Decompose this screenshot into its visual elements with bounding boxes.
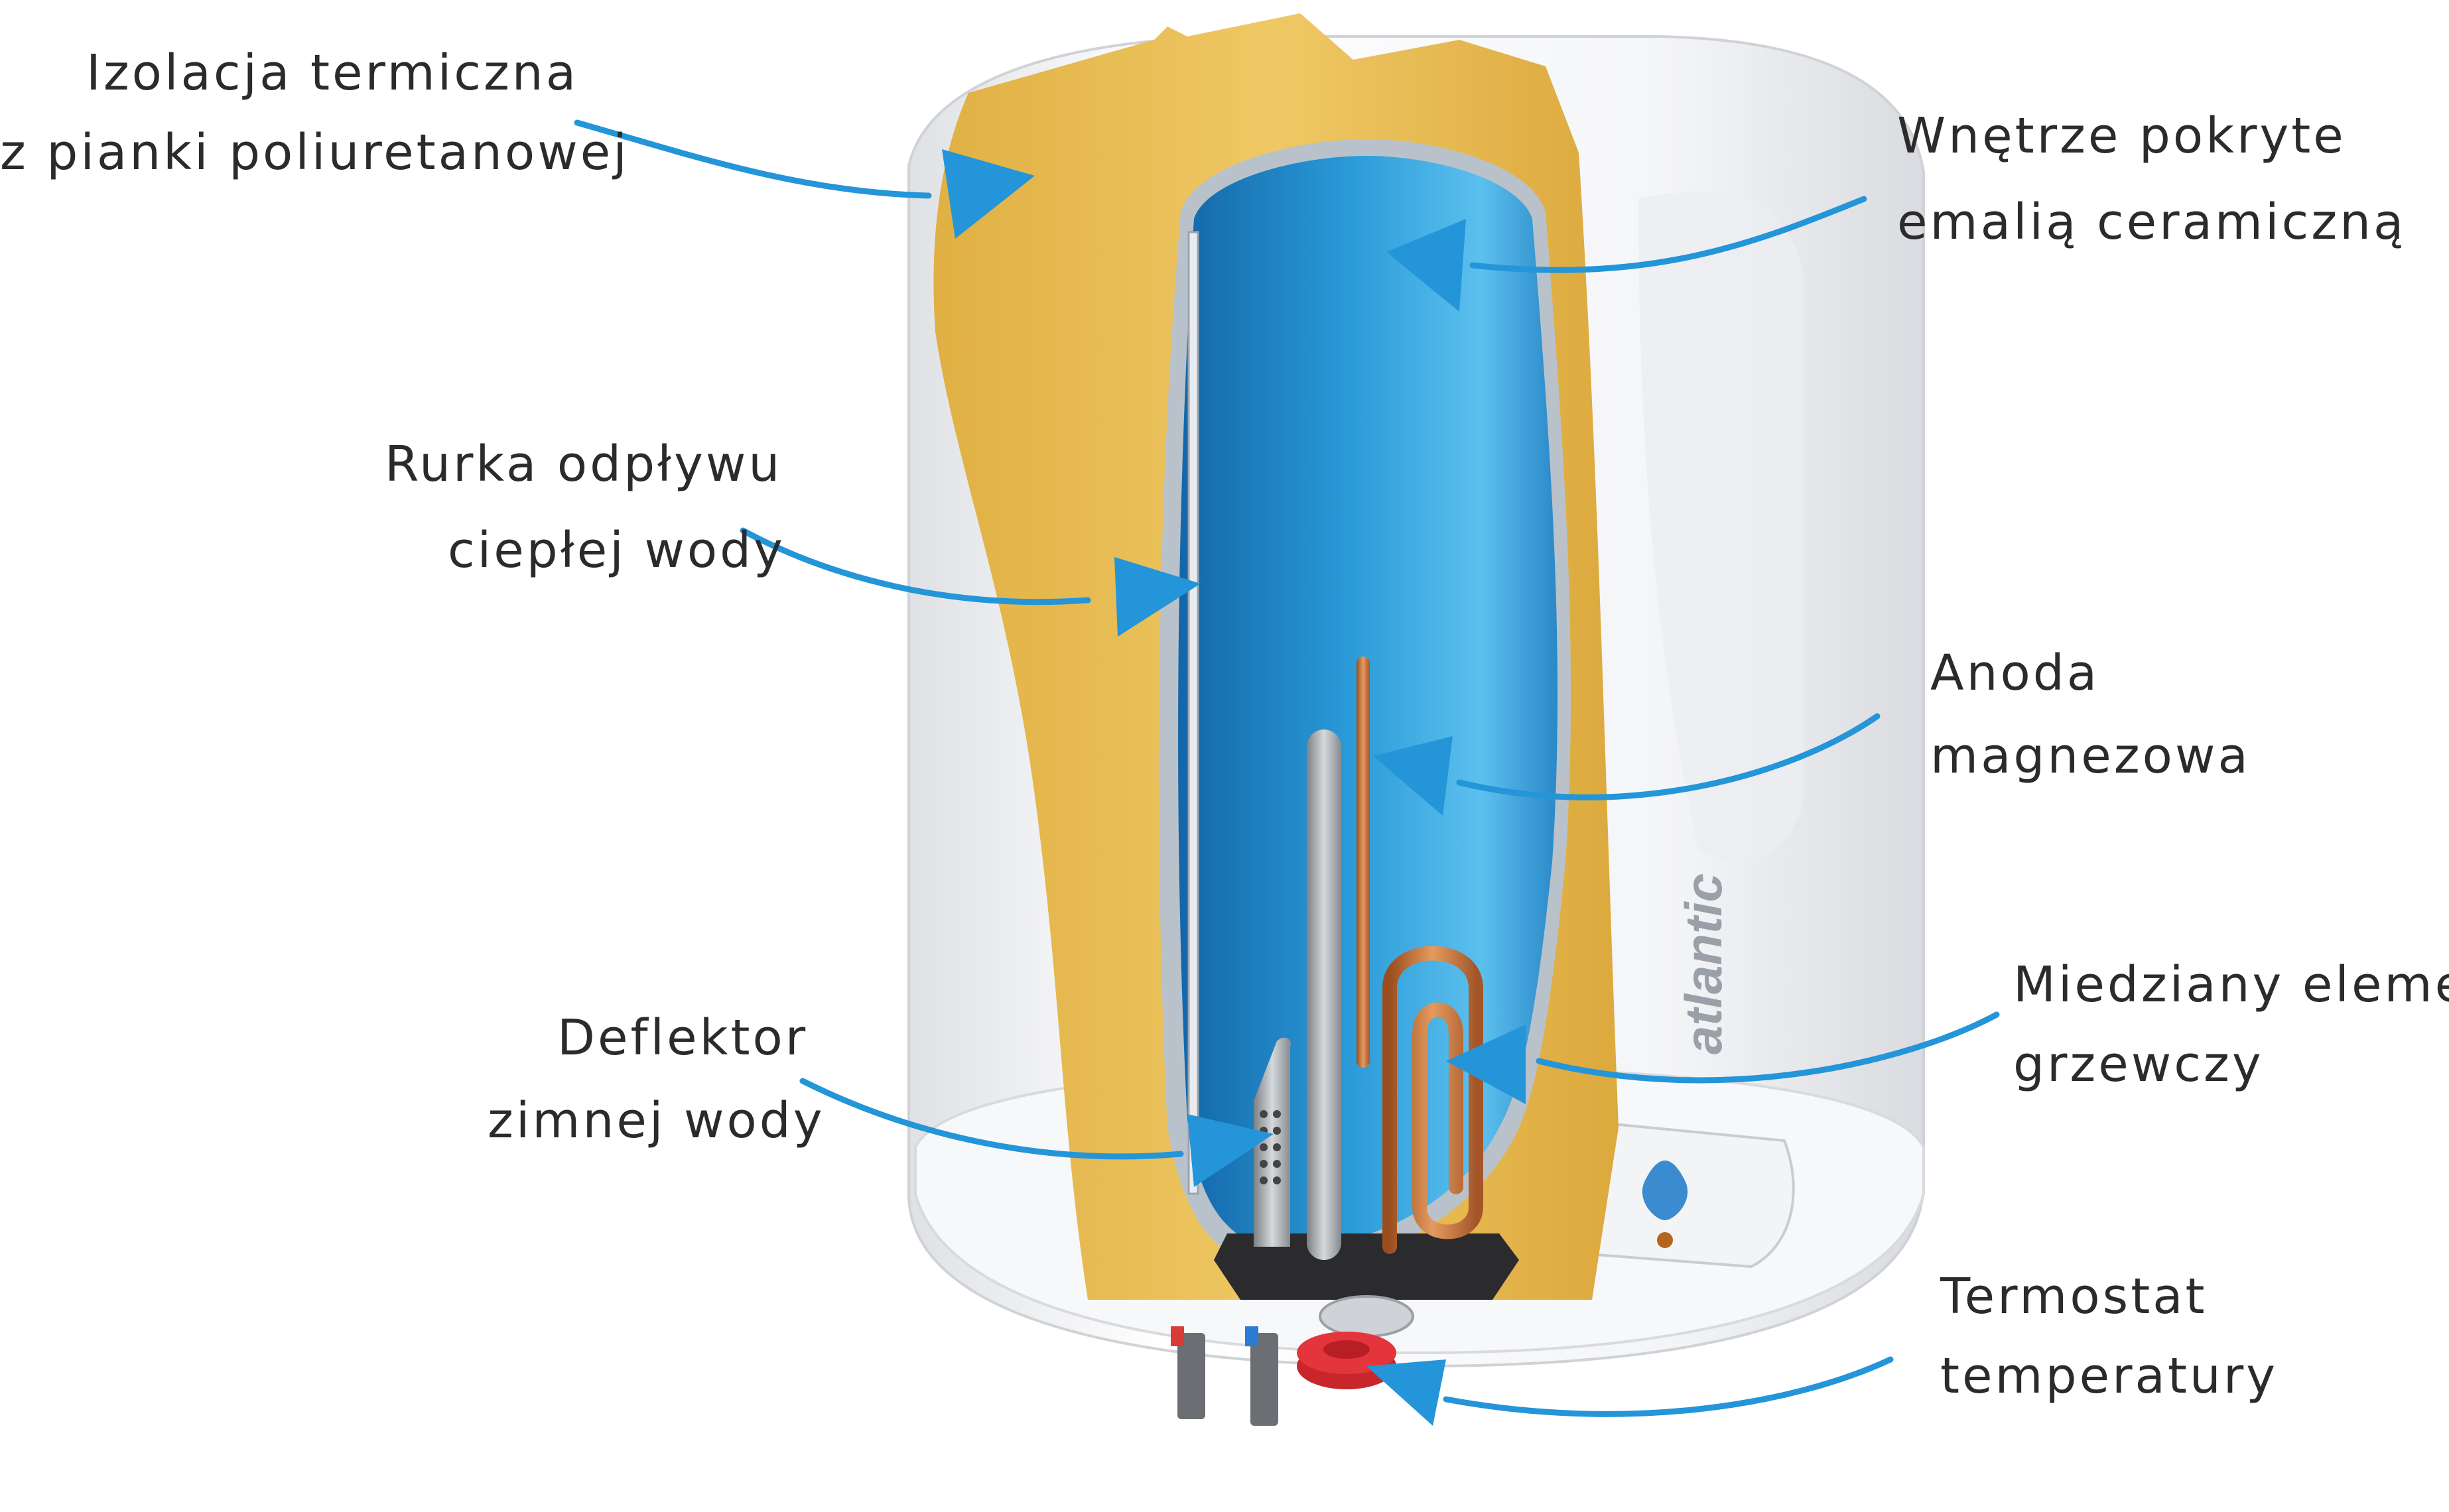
inlet-outlet-pipes: [1171, 1326, 1278, 1426]
callout-arrows: [574, 119, 2000, 1426]
label-anode-line2: magnezowa: [1930, 727, 2251, 785]
magnesium-anode: [1307, 729, 1341, 1260]
copper-heating-element: [1382, 946, 1483, 1254]
water-drop-icon: [1642, 1161, 1688, 1248]
label-deflector-line1: Deflektor: [557, 1009, 808, 1066]
brand-logo: atlantic: [1674, 873, 1733, 1054]
label-hot-pipe-line1: Rurka odpływu: [385, 436, 782, 493]
thermostat-knob: [1297, 1332, 1396, 1389]
label-anode-line1: Anoda: [1930, 645, 2099, 702]
label-insulation-line2: z pianki poliuretanowej: [0, 124, 629, 181]
label-enamel-line1: Wnętrze pokryte: [1897, 107, 2346, 164]
hot-water-pipe: [1187, 231, 1199, 1195]
cold-water-deflector: [1254, 1037, 1291, 1247]
copper-rod: [1357, 657, 1370, 1068]
bottom-flange: [1214, 1233, 1519, 1338]
label-heater-line1: Miedziany element: [2013, 956, 2449, 1013]
labels: Izolacja termiczna z pianki poliuretanow…: [0, 44, 2449, 1405]
label-insulation-line1: Izolacja termiczna: [86, 44, 578, 101]
label-enamel-line2: emalią ceramiczną: [1897, 194, 2406, 251]
label-deflector-line2: zimnej wody: [488, 1092, 825, 1149]
label-hot-pipe-line2: ciepłej wody: [448, 522, 785, 579]
label-thermostat-line1: Termostat: [1940, 1268, 2208, 1325]
label-thermostat-line2: temperatury: [1940, 1348, 2278, 1405]
label-heater-line2: grzewczy: [2013, 1036, 2264, 1093]
